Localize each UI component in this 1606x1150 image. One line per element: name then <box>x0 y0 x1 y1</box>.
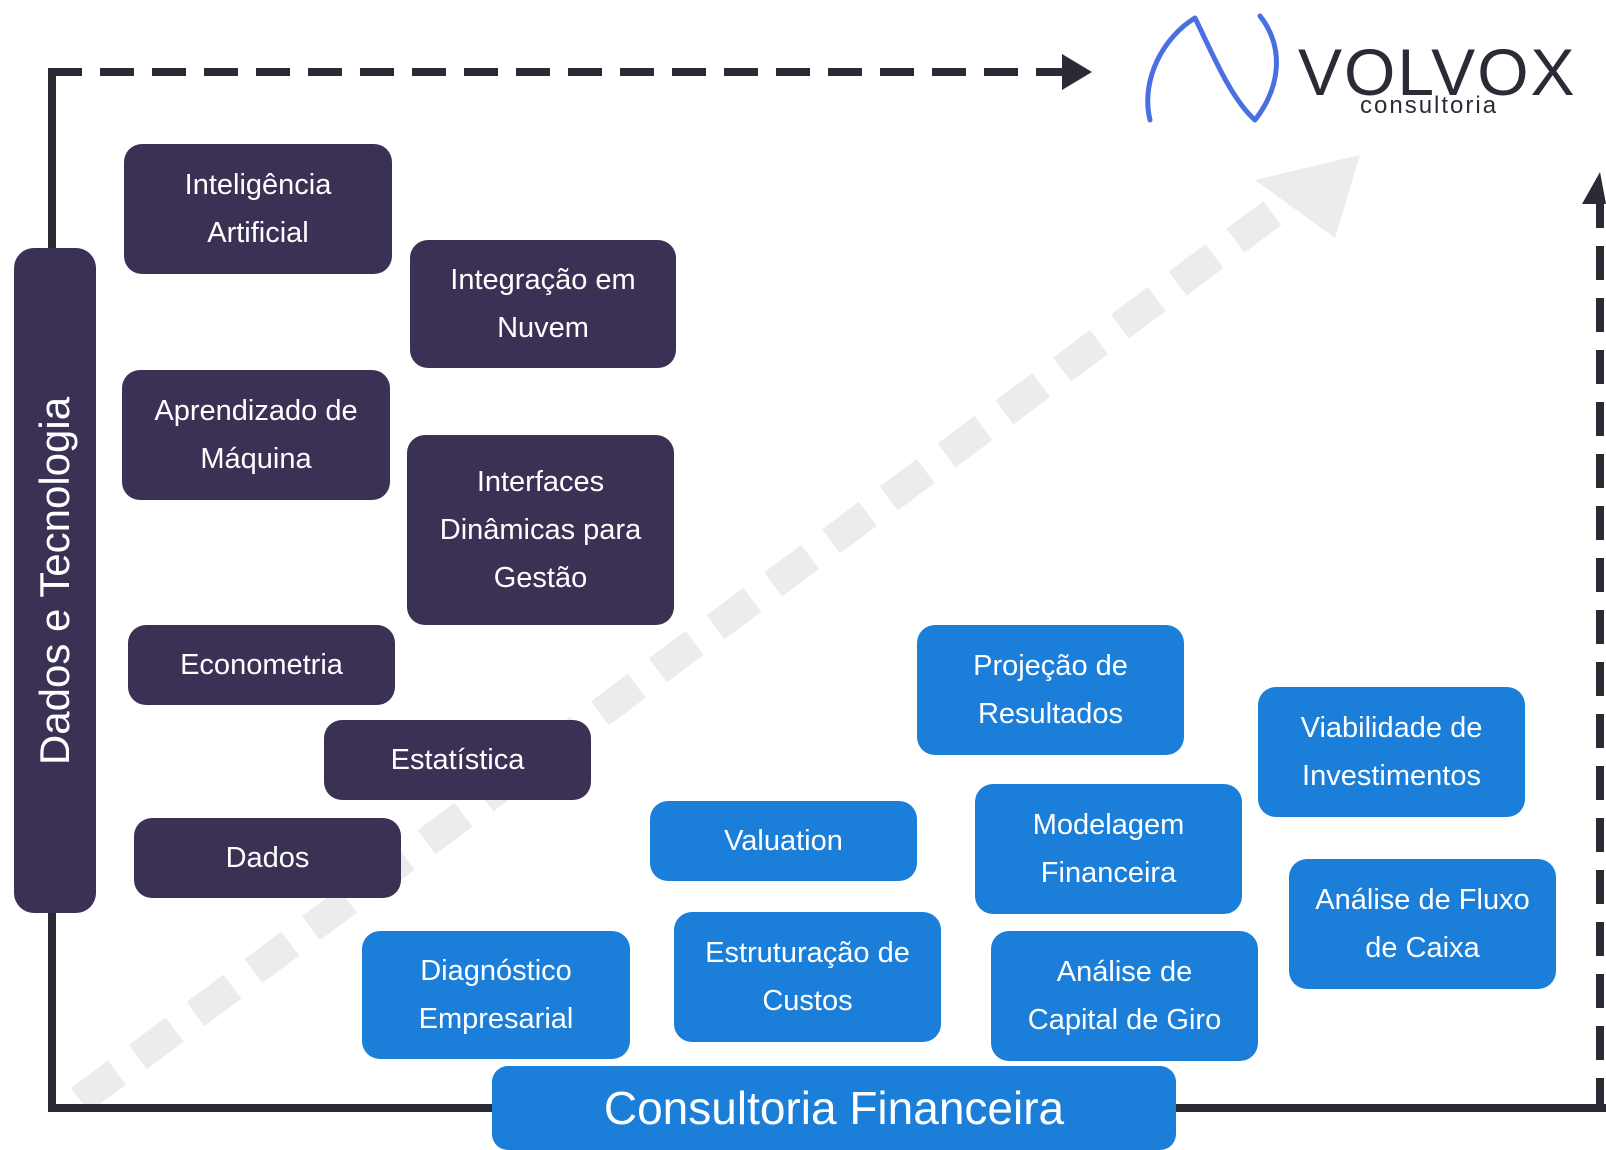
tech-item-dados: Dados <box>134 818 401 898</box>
tech-item-aprendizado-maquina: Aprendizado de Máquina <box>122 370 390 500</box>
tech-item-estatistica: Estatística <box>324 720 591 800</box>
finance-item-analise-fluxo-caixa: Análise de Fluxo de Caixa <box>1289 859 1556 989</box>
x-axis-title: Consultoria Financeira <box>492 1066 1176 1150</box>
finance-item-projecao-resultados: Projeção de Resultados <box>917 625 1184 755</box>
right-arrowhead <box>1582 172 1606 204</box>
top-arrowhead <box>1062 54 1092 90</box>
finance-item-estruturacao-custos: Estruturação de Custos <box>674 912 941 1042</box>
finance-item-diagnostico-empresarial: Diagnóstico Empresarial <box>362 931 630 1059</box>
volvox-logo-icon <box>1145 13 1279 123</box>
tech-item-econometria: Econometria <box>128 625 395 705</box>
tech-item-inteligencia-artificial: Inteligência Artificial <box>124 144 392 274</box>
finance-item-analise-capital-giro: Análise de Capital de Giro <box>991 931 1258 1061</box>
trend-arrowhead <box>1255 155 1360 238</box>
brand-tagline: consultoria <box>1360 92 1499 119</box>
trend-line <box>71 187 1299 1113</box>
tech-item-integracao-nuvem: Integração em Nuvem <box>410 240 676 368</box>
finance-item-viabilidade-investimentos: Viabilidade de Investimentos <box>1258 687 1525 817</box>
y-axis-title: Dados e Tecnologia <box>31 396 78 765</box>
brand-name: VOLVOX <box>1298 35 1577 109</box>
finance-item-valuation: Valuation <box>650 801 917 881</box>
y-axis-title-box: Dados e Tecnologia <box>14 248 96 913</box>
tech-item-interfaces-dinamicas: Interfaces Dinâmicas para Gestão <box>407 435 674 625</box>
finance-item-modelagem-financeira: Modelagem Financeira <box>975 784 1242 914</box>
